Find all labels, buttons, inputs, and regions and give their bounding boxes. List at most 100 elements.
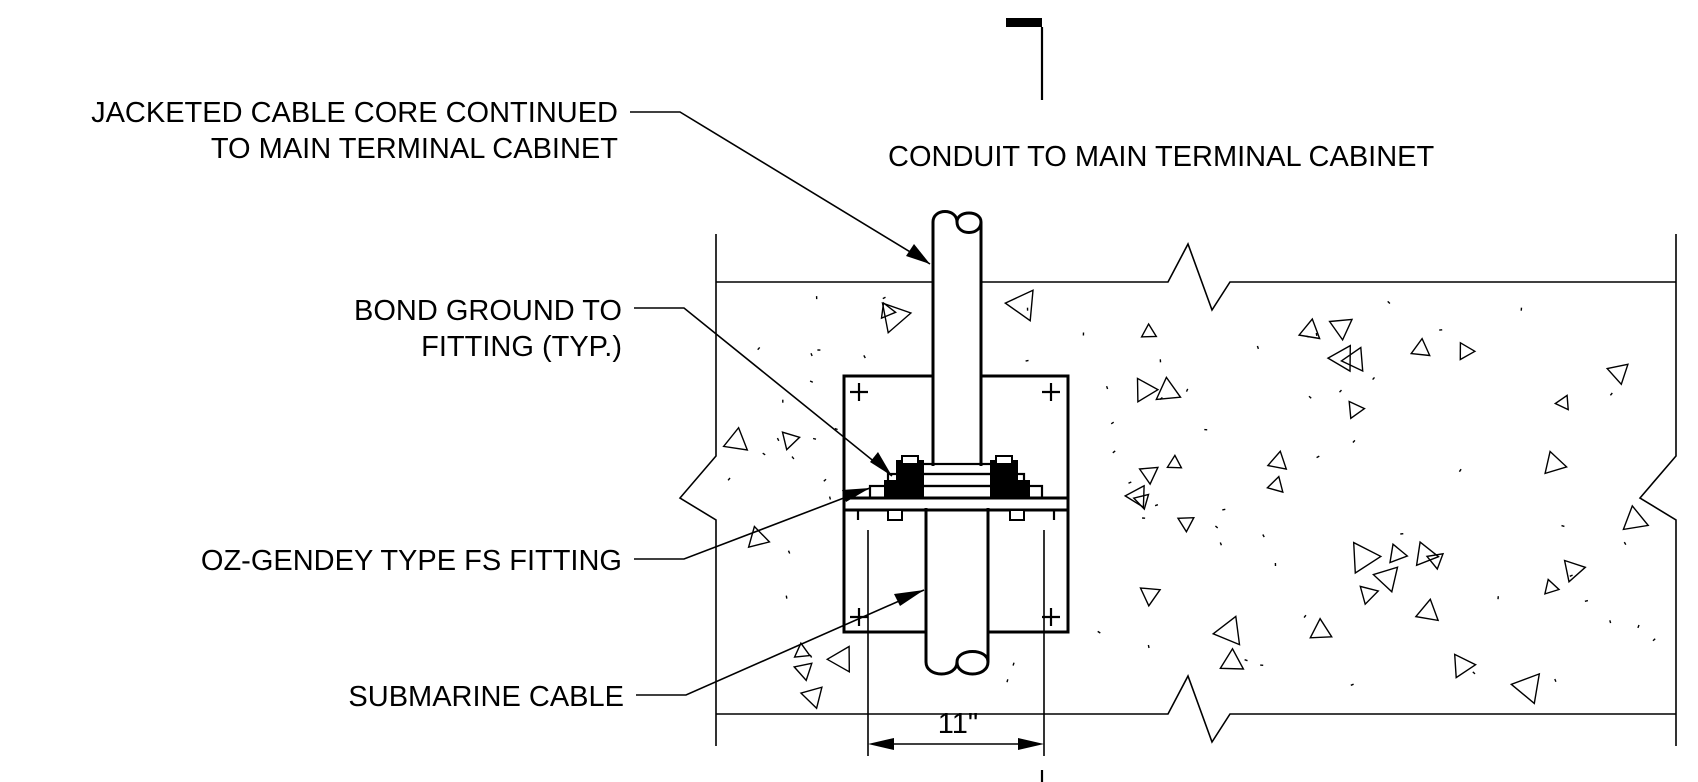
aggregate-stone (881, 302, 913, 335)
aggregate-stone (1544, 450, 1568, 475)
aggregate-speck (1147, 644, 1150, 649)
aggregate-stone (1139, 587, 1162, 608)
aggregate-stone (1352, 541, 1383, 575)
aggregate-speck (1105, 385, 1109, 390)
aggregate-speck (1256, 345, 1260, 350)
aggregate-stone (1136, 377, 1160, 404)
aggregate-stone (1166, 453, 1183, 469)
aggregate-stone (1155, 376, 1182, 401)
aggregate-stone (1509, 672, 1541, 705)
aggregate-speck (1308, 395, 1312, 399)
aggregate-stone (1123, 484, 1145, 509)
aggregate-stone (722, 426, 749, 451)
aggregate-speck (882, 296, 886, 300)
callout-bond-ground: BOND GROUND TO FITTING (TYP.) (354, 295, 893, 477)
aggregate-speck (1609, 620, 1612, 624)
aggregate-stone (1359, 585, 1380, 606)
aggregate-speck (1222, 508, 1226, 511)
label-submarine: SUBMARINE CABLE (348, 681, 624, 713)
aggregate-speck (1652, 638, 1656, 642)
aggregate-speck (1350, 683, 1354, 686)
aggregate-speck (828, 496, 832, 500)
aggregate-speck (1472, 671, 1476, 675)
aggregate-stone (1326, 344, 1352, 373)
aggregate-stone (1266, 449, 1288, 471)
aggregate-speck (1097, 630, 1101, 634)
aggregate-speck (823, 478, 827, 482)
aggregate-speck (1569, 574, 1573, 577)
aggregate-stone (1340, 346, 1364, 373)
aggregate-speck (1623, 541, 1627, 546)
aggregate-speck (727, 477, 731, 481)
aggregate-speck (1306, 335, 1310, 338)
aggregate-stone (1211, 615, 1241, 646)
aggregate-speck (1387, 300, 1391, 305)
concrete-aggregate-pattern (722, 289, 1656, 710)
fs-fitting (842, 455, 1070, 521)
aggregate-stone (1372, 566, 1399, 594)
aggregate-speck (762, 452, 766, 456)
aggregate-speck (1110, 421, 1115, 425)
aggregate-stone (1543, 578, 1561, 595)
label-conduit: CONDUIT TO MAIN TERMINAL CABINET (888, 141, 1435, 173)
aggregate-stone (1003, 289, 1034, 322)
aggregate-stone (793, 641, 812, 658)
aggregate-speck (1244, 659, 1248, 662)
aggregate-speck (757, 346, 761, 351)
width-dimension: 11" (867, 530, 1045, 756)
aggregate-speck (1338, 389, 1343, 393)
aggregate-speck (1316, 455, 1320, 459)
aggregate-speck (812, 437, 817, 440)
aggregate-stone (1266, 475, 1284, 494)
conduit-pipe (931, 210, 983, 466)
aggregate-stone (1176, 516, 1195, 534)
concrete-slab (678, 234, 1677, 746)
aggregate-speck (809, 654, 813, 658)
aggregate-speck (1315, 332, 1318, 337)
aggregate-speck (785, 595, 788, 599)
aggregate-stone (1453, 653, 1478, 679)
aggregate-speck (1159, 396, 1163, 400)
aggregate-speck (1262, 534, 1265, 538)
aggregate-stone (1348, 400, 1366, 420)
callout-fitting: OZ-GENDEY TYPE FS FITTING (201, 487, 871, 577)
aggregate-stone (1132, 493, 1150, 511)
aggregate-speck (863, 355, 866, 359)
label-fitting: OZ-GENDEY TYPE FS FITTING (201, 545, 622, 577)
aggregate-stone (1328, 318, 1354, 342)
aggregate-speck (834, 427, 838, 431)
aggregate-speck (1352, 439, 1356, 443)
dimension-text: 11" (938, 708, 978, 740)
aggregate-stone (1138, 466, 1160, 486)
aggregate-speck (1584, 599, 1589, 602)
aggregate-stone (792, 662, 813, 682)
aggregate-speck (809, 380, 814, 383)
aggregate-speck (1303, 614, 1307, 619)
aggregate-speck (791, 456, 795, 460)
aggregate-stone (747, 525, 771, 549)
label-jacketed-line2: TO MAIN TERMINAL CABINET (211, 133, 618, 165)
aggregate-speck (776, 437, 780, 442)
aggregate-speck (1154, 504, 1159, 507)
aggregate-stone (1219, 647, 1245, 670)
aggregate-stone (1415, 540, 1440, 567)
aggregate-speck (1561, 524, 1565, 528)
aggregate-stone (825, 645, 851, 674)
aggregate-stone (1563, 559, 1587, 584)
aggregate-speck (1128, 481, 1132, 484)
aggregate-stone (1414, 597, 1440, 622)
aggregate-stone (799, 686, 823, 710)
aggregate-speck (810, 352, 813, 357)
aggregate-speck (1214, 525, 1219, 529)
aggregate-speck (1112, 450, 1116, 454)
label-bond-line1: BOND GROUND TO (354, 295, 622, 327)
aggregate-stone (1459, 341, 1477, 361)
aggregate-stone (1140, 322, 1158, 338)
aggregate-stone (880, 301, 897, 320)
aggregate-speck (1185, 388, 1189, 392)
callout-jacketed-cable: JACKETED CABLE CORE CONTINUED TO MAIN TE… (91, 97, 931, 265)
aggregate-stone (1622, 504, 1650, 531)
aggregate-stone (1425, 552, 1445, 571)
aggregate-stone (781, 431, 801, 451)
label-jacketed-line1: JACKETED CABLE CORE CONTINUED (91, 97, 618, 129)
